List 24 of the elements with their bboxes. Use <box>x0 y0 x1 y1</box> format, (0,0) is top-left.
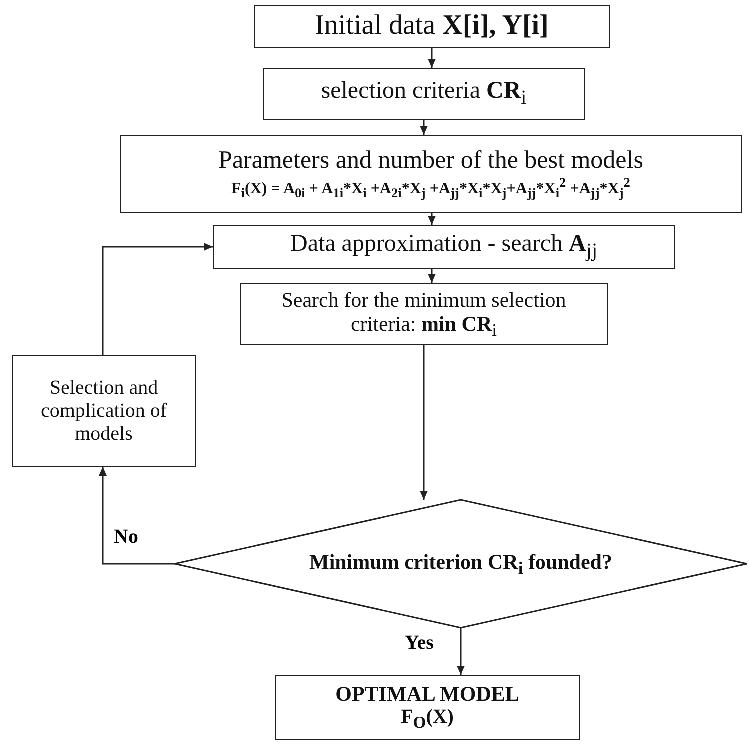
box-text: Selection and complication of models <box>40 376 168 446</box>
process-box <box>12 355 196 467</box>
arrow <box>428 269 436 283</box>
arrow <box>102 243 213 355</box>
arrow <box>428 48 436 68</box>
arrow <box>99 467 175 565</box>
formula-text: F$_{O}$(X) <box>401 706 454 733</box>
box-text: Parameters and number of the best models <box>218 146 644 176</box>
box-text: Initial data X[i], Y[i] <box>315 10 549 43</box>
process-box <box>213 225 675 269</box>
arrow <box>428 213 436 225</box>
process-box <box>263 68 585 120</box>
process-box <box>240 283 608 345</box>
process-box <box>254 5 610 48</box>
arrow <box>420 345 428 500</box>
box-text: selection criteria CR$_{i}$ <box>321 78 527 110</box>
decision-text: Minimum criterion CR$_{i}$ founded? <box>310 550 612 578</box>
arrow <box>420 120 428 135</box>
process-box <box>275 675 580 740</box>
box-text: Data approximation - search A$_{jj}$ <box>290 231 598 263</box>
box-text: OPTIMAL MODEL <box>336 682 520 706</box>
process-box <box>120 135 742 213</box>
arrow <box>457 628 465 675</box>
box-text: Search for the minimum selection criteria: min CR$_{i}$ <box>280 288 568 340</box>
